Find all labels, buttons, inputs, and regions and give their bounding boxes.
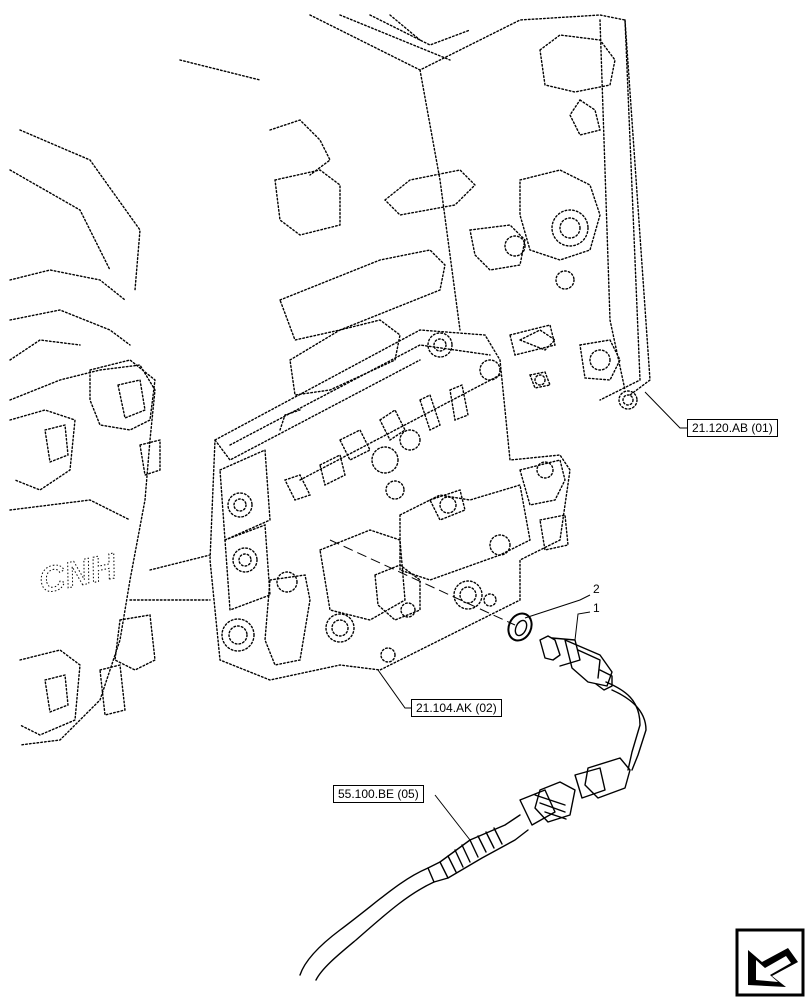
item-number-1: 1 bbox=[593, 601, 600, 615]
ref-callout-21-120-ab[interactable]: 21.120.AB (01) bbox=[687, 419, 778, 437]
valve-body-outline bbox=[129, 324, 571, 681]
sensor-switch bbox=[299, 635, 647, 981]
assembly-axis-line bbox=[329, 539, 516, 626]
item-number-2: 2 bbox=[593, 582, 600, 596]
ref-callout-55-100-be[interactable]: 55.100.BE (05) bbox=[333, 785, 424, 803]
sealing-washer bbox=[507, 612, 533, 642]
left-casting-outline bbox=[9, 359, 161, 746]
casting-lettering: CNH bbox=[35, 545, 121, 602]
back-arrow-icon[interactable] bbox=[735, 928, 805, 997]
ref-callout-21-104-ak[interactable]: 21.104.AK (02) bbox=[411, 699, 502, 717]
leader-lines bbox=[377, 391, 688, 841]
transmission-housing-outline bbox=[9, 14, 651, 410]
